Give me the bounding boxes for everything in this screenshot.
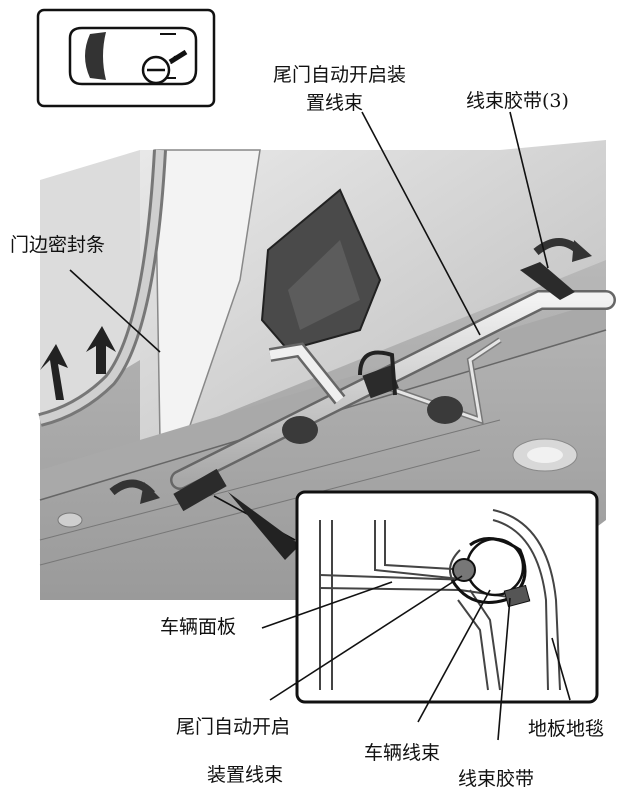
tailgate-harness-section — [452, 558, 476, 582]
label-harness-band: 线束胶带 — [458, 768, 535, 790]
curved-arrow-icon — [109, 479, 160, 504]
label-harness-band-count: 线束胶带(3) — [466, 90, 569, 112]
band-clip — [503, 584, 531, 608]
door-opening — [40, 150, 140, 420]
leader-lines — [69, 111, 549, 541]
label-floor-carpet: 地板地毯 — [528, 718, 605, 740]
label-tailgate-harness-bottom-2: 装置线束 — [207, 764, 284, 786]
detail-inset — [295, 490, 599, 704]
harness-band — [173, 262, 575, 512]
up-arrow-icon — [40, 326, 116, 400]
curved-arrow-icon — [533, 238, 592, 262]
label-vehicle-harness: 车辆线束 — [364, 742, 441, 764]
pillar — [154, 149, 261, 441]
car-top-view-icon — [68, 26, 198, 86]
zoom-wedge — [228, 492, 300, 560]
inset-leader-lines — [261, 575, 571, 741]
band-loop — [450, 537, 527, 604]
label-door-seal: 门边密封条 — [10, 234, 106, 256]
vehicle-locator-inset — [36, 8, 216, 108]
label-vehicle-panel: 车辆面板 — [160, 616, 237, 638]
label-tailgate-harness-top-2: 置线束 — [306, 92, 364, 114]
label-tailgate-harness-top-1: 尾门自动开启装 — [273, 64, 407, 86]
label-tailgate-harness-bottom-1: 尾门自动开启 — [176, 716, 291, 738]
